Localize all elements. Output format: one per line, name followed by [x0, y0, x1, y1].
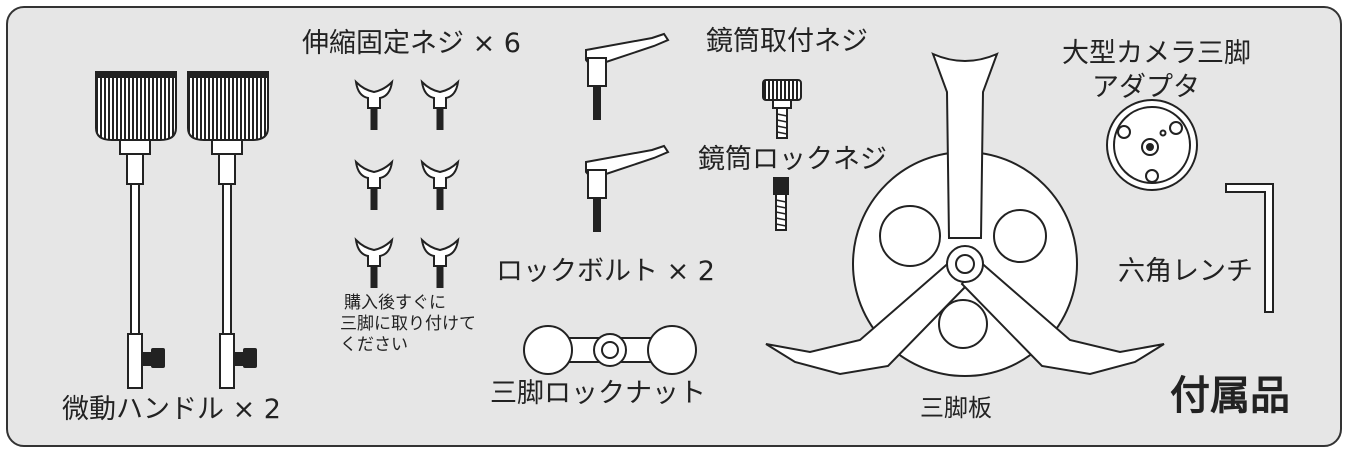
label-tripod-adapter-line1: 大型カメラ三脚 — [1062, 38, 1251, 69]
label-tripod-plate: 三脚板 — [920, 394, 992, 422]
label-lock-bolts: ロックボルト × 2 — [496, 256, 715, 287]
label-tripod-adapter-line2: アダプタ — [1092, 72, 1200, 103]
fine-motion-handle-left — [95, 71, 177, 389]
wing-screw — [354, 237, 394, 288]
label-hex-wrench: 六角レンチ — [1118, 256, 1253, 287]
tripod-plate — [765, 52, 1165, 377]
hex-wrench — [1225, 183, 1274, 313]
note-line3: ください — [340, 335, 408, 355]
lock-bolt — [585, 32, 670, 120]
note-line1: 購入後すぐに — [344, 293, 446, 313]
lock-bolt — [585, 144, 670, 232]
page-title: 付属品 — [1170, 373, 1290, 419]
tripod-lock-nut — [523, 325, 697, 375]
tube-mount-screw — [762, 79, 802, 139]
tripod-adapter — [1106, 99, 1198, 191]
wing-screw — [420, 159, 460, 210]
wing-screw — [420, 237, 460, 288]
label-tripod-lock-nut: 三脚ロックナット — [490, 378, 706, 409]
label-tube-mount-screw: 鏡筒取付ネジ — [706, 26, 868, 57]
fine-motion-handle-right — [187, 71, 269, 389]
tube-lock-screw — [773, 177, 789, 231]
wing-screw — [420, 79, 460, 130]
label-extension-screws: 伸縮固定ネジ × 6 — [302, 28, 521, 59]
label-tube-lock-screw: 鏡筒ロックネジ — [698, 144, 887, 175]
label-fine-motion-handle: 微動ハンドル × 2 — [62, 394, 281, 425]
wing-screw — [354, 79, 394, 130]
wing-screw — [354, 159, 394, 210]
note-line2: 三脚に取り付けて — [340, 314, 476, 334]
